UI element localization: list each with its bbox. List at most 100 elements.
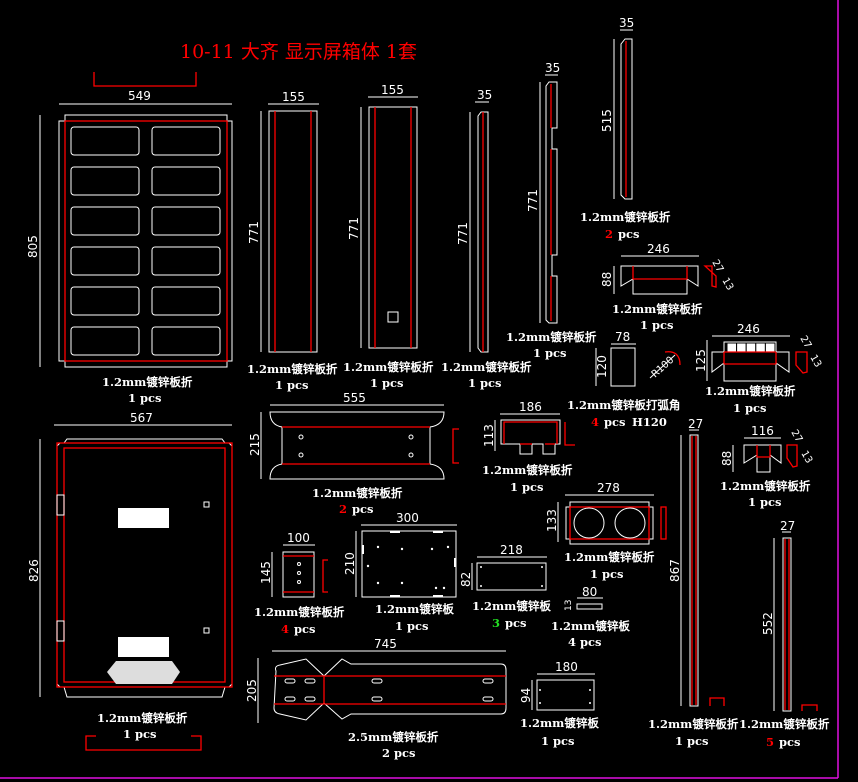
mount-hole (446, 545, 450, 549)
mount-hole (434, 586, 438, 590)
qty-unit: pcs (352, 502, 374, 516)
hole (203, 627, 210, 634)
window-cutout (70, 166, 140, 196)
dim-height: 82 (459, 572, 473, 587)
drawing-title: 10-11 大齐 显示屏箱体 1套 (180, 41, 417, 63)
detail-dim: 27 (788, 428, 804, 445)
dim-width: 218 (500, 543, 523, 557)
bracket-mark (564, 422, 575, 446)
bracket-mark (322, 559, 328, 593)
slot (304, 696, 316, 702)
part-label: 1.2mm镀锌板折 (102, 375, 193, 389)
part-label: 1.2mm镀锌板折 (482, 463, 573, 477)
tab (433, 531, 443, 533)
mount-hole (376, 581, 380, 585)
qty-unit: pcs (604, 415, 626, 429)
part-base-745: 745 205 2.5mm镀锌板折 2 pcs (245, 637, 507, 760)
qty-count: 1 (370, 376, 378, 390)
hole (408, 434, 414, 440)
outline (610, 347, 636, 387)
hole (541, 585, 543, 587)
hole (480, 566, 482, 568)
slot (482, 696, 494, 702)
window-cutout (151, 326, 221, 356)
outline (689, 434, 699, 707)
bracket-mark (452, 428, 459, 464)
part-plate-300-210: 300 210 1.2mm镀锌板 1 pcs (343, 511, 457, 633)
dim-width: 116 (751, 424, 774, 438)
window-cutout (70, 246, 140, 276)
part-label: 1.2mm镀锌板折 (343, 360, 434, 374)
part-plate-218-82: 218 82 1.2mm镀锌板 3 pcs (459, 543, 551, 630)
tab (390, 531, 400, 533)
dim-height: 88 (600, 272, 614, 287)
dim-height: 771 (456, 222, 470, 245)
square-hole (387, 311, 399, 323)
detail-dim: 27 (797, 334, 813, 351)
dim-height: 771 (347, 217, 361, 240)
qty-unit: pcs (580, 635, 602, 649)
part-label: 1.2mm镀锌板折 (705, 384, 796, 398)
detail-dim: 13 (807, 353, 823, 370)
part-label: 1.2mm镀锌板 (520, 716, 599, 730)
outline (58, 120, 233, 362)
part-side-155-a: 155 771 1.2mm镀锌板折 1 pcs (247, 90, 338, 392)
part-label: 1.2mm镀锌板折 (739, 717, 830, 731)
dim-width: 155 (282, 90, 305, 104)
hole (297, 580, 301, 584)
slot-cell (726, 342, 738, 353)
qty-count: 3 (492, 616, 500, 630)
qty-unit: pcs (522, 480, 544, 494)
outline (273, 658, 507, 721)
part-plate-180-94: 180 94 1.2mm镀锌板 1 pcs (519, 660, 599, 748)
dim-height: 125 (694, 349, 708, 372)
speaker-cutout (573, 507, 605, 539)
qty-count: 1 (468, 376, 476, 390)
dim-width: 27 (780, 519, 795, 533)
dim-height: 552 (761, 612, 775, 635)
dim-height: 771 (247, 221, 261, 244)
part-label: 1.2mm镀锌板折 (97, 711, 188, 725)
dim-height: 515 (600, 109, 614, 132)
part-bracket-246-125: 246 125 27 13 1.2mm镀锌板折 1 pcs (694, 322, 823, 415)
slot (371, 678, 383, 684)
qty-unit: pcs (687, 734, 709, 748)
tab (433, 595, 443, 597)
dim-height: 867 (668, 559, 682, 582)
outline (56, 438, 233, 698)
part-plate-100-145: 100 145 1.2mm镀锌板折 4 pcs (254, 531, 345, 636)
hole (541, 566, 543, 568)
dim-height: 94 (519, 688, 533, 703)
section-detail (795, 351, 808, 374)
window-cutout (151, 206, 221, 236)
outline (268, 110, 318, 353)
qty-unit: pcs (287, 378, 309, 392)
dim-width: 155 (381, 83, 404, 97)
dim-width: 300 (396, 511, 419, 525)
outline (476, 562, 547, 591)
hole (298, 434, 304, 440)
window-cutout (70, 286, 140, 316)
dim-height: 113 (482, 424, 496, 447)
qty-count: 1 (510, 480, 518, 494)
part-top-plate-555: 555 215 1.2mm镀锌板折 2 pcs (248, 391, 459, 516)
qty-count: 1 (675, 734, 683, 748)
hinge-slot (56, 620, 65, 642)
part-label: 1.2mm镀锌板折 (312, 486, 403, 500)
qty-unit: pcs (652, 318, 674, 332)
section-mark (801, 704, 818, 711)
qty-count: 4 (591, 415, 599, 429)
part-label: 1.2mm镀锌板折 (564, 550, 655, 564)
bracket-mark (85, 735, 202, 751)
qty-unit: pcs (545, 346, 567, 360)
qty-count: 1 (541, 734, 549, 748)
mount-hole (430, 547, 434, 551)
qty-unit: pcs (779, 735, 801, 749)
window-cutout (151, 286, 221, 316)
part-label: 1.2mm镀锌板打弧角 (567, 398, 680, 412)
part-bracket-186: 186 113 1.2mm镀锌板折 1 pcs (482, 400, 575, 494)
side-mark (660, 506, 667, 540)
qty-count: 1 (275, 378, 283, 392)
slots (284, 678, 494, 702)
slot-cell (764, 342, 776, 353)
